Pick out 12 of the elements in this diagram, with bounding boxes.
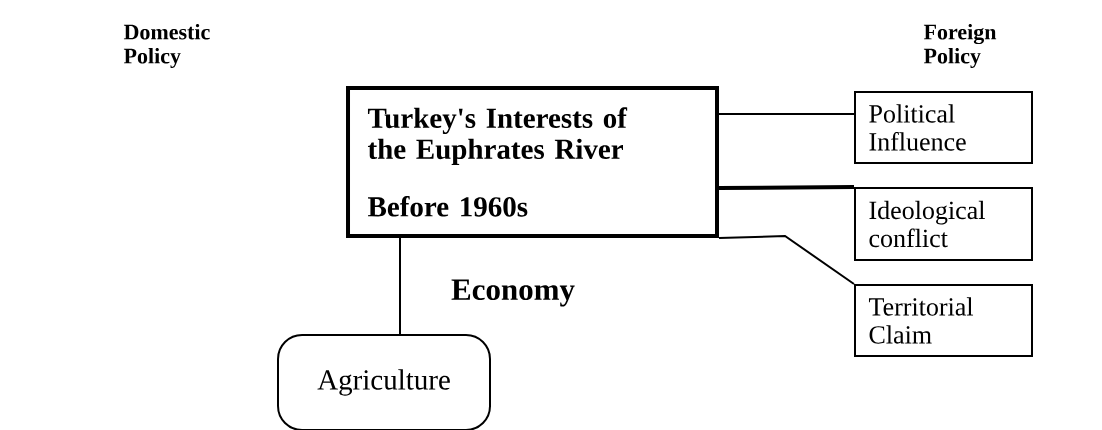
rounded-box: Agriculture — [277, 334, 491, 430]
policy-box: Ideological conflict — [854, 187, 1033, 261]
edge-label: Economy — [449, 277, 577, 309]
policy-box: Territorial Claim — [854, 284, 1033, 357]
connector-line — [718, 235, 855, 285]
connector-line — [719, 185, 855, 190]
connector-line — [718, 113, 855, 115]
heading-label: Foreign Policy — [923, 24, 997, 68]
connector-line — [399, 237, 401, 335]
heading-label: Domestic Policy — [123, 24, 210, 68]
policy-box: Political Influence — [854, 91, 1033, 164]
title-box: Turkey's Interests of the Euphrates River Before 1960s — [346, 86, 719, 238]
